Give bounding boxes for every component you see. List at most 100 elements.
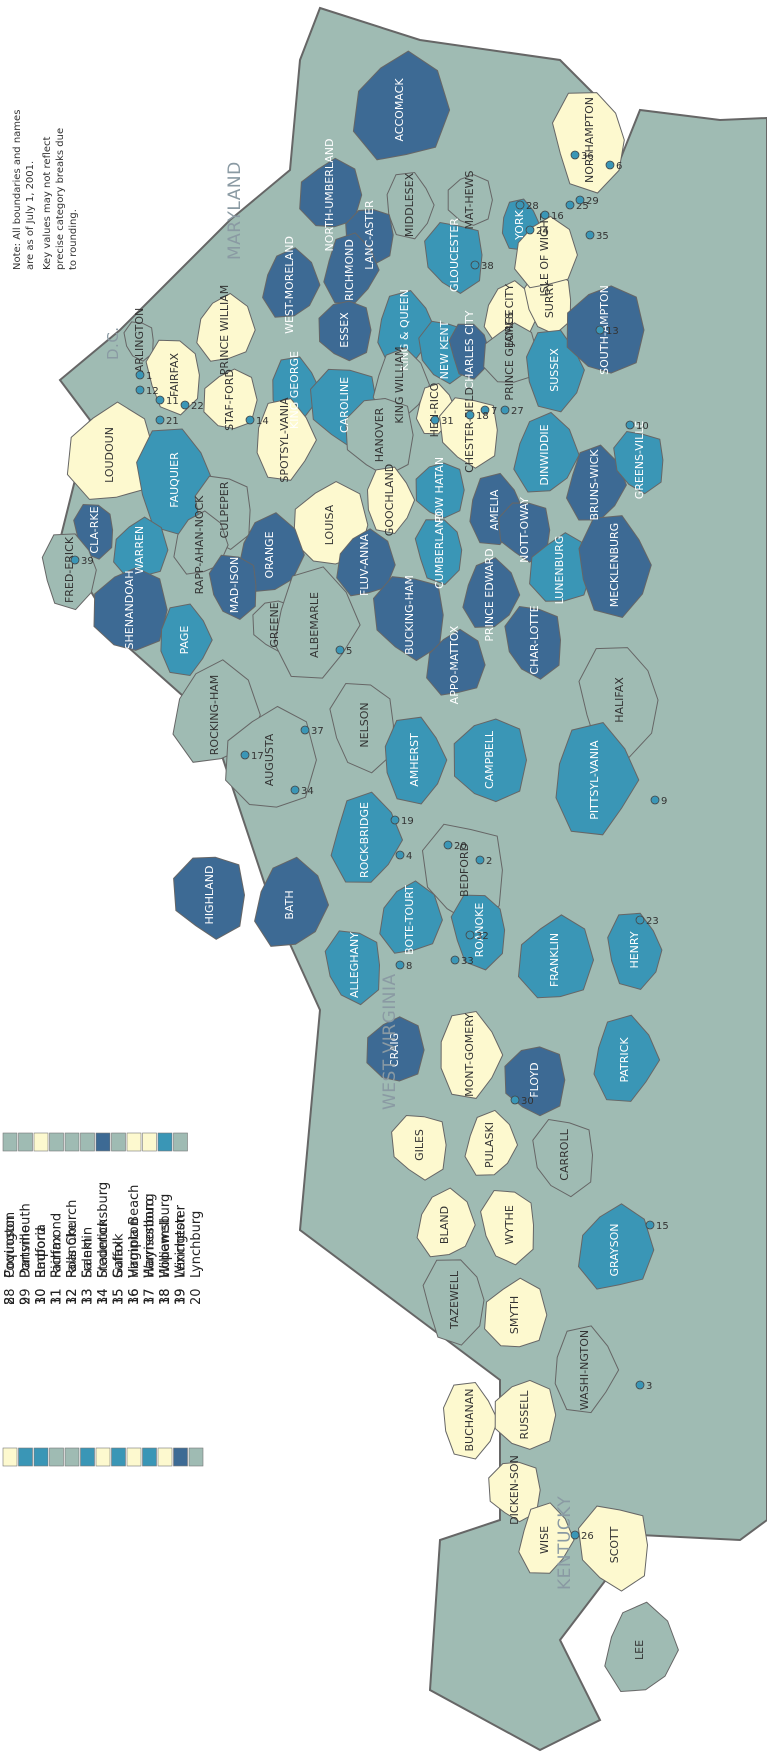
city-marker-8 (395, 960, 405, 970)
county-label-warren: WARREN (133, 526, 146, 574)
county-label-surry: SURRY (543, 282, 556, 319)
key-swatch-19 (173, 1447, 188, 1467)
city-number-29: 29 (586, 196, 599, 207)
city-number-21: 21 (166, 416, 179, 427)
city-marker-17 (240, 750, 250, 760)
city-marker-26 (570, 1530, 580, 1540)
key-number-33: 33 (81, 1288, 96, 1305)
city-number-17: 17 (251, 751, 264, 762)
county-label-bath: BATH (283, 890, 296, 919)
key-name-35: Suffolk (112, 1233, 127, 1278)
key-number-8: 8 (3, 1297, 18, 1305)
key-name-30: Radford (34, 1227, 49, 1278)
city-marker-15 (645, 1220, 655, 1230)
city-marker-30 (510, 1095, 520, 1105)
key-name-10: Emporia (34, 1224, 49, 1278)
county-buchanan (442, 1381, 499, 1460)
city-marker-2 (475, 855, 485, 865)
county-label-lancaster: LANC-ASTER (363, 200, 376, 270)
county-label-patrick: PATRICK (618, 1037, 631, 1083)
key-number-17: 17 (143, 1288, 158, 1305)
county-craig (366, 1016, 425, 1082)
county-rappahannock (173, 510, 229, 575)
city-marker-10 (625, 420, 635, 430)
city-number-28: 28 (526, 201, 539, 212)
key-number-20: 20 (189, 1288, 204, 1305)
city-marker-22 (180, 400, 190, 410)
county-label-fairfax: FAIRFAX (168, 352, 181, 397)
key-number-12: 12 (65, 1288, 80, 1305)
county-label-rappahannock: RAPP-AHAN-NOCK (193, 495, 206, 595)
county-prince-william (196, 292, 256, 362)
city-marker-9 (650, 795, 660, 805)
note-line-5: to rounding. (68, 209, 79, 270)
county-label-halifax: HALIFAX (613, 677, 626, 723)
city-number-3: 3 (646, 1381, 652, 1392)
county-label-appomattox: APPO-MATTOX (448, 625, 461, 704)
county-wythe (480, 1189, 535, 1266)
state-outline (58, 6, 767, 1752)
key-number-11: 11 (50, 1288, 65, 1305)
city-number-8: 8 (406, 961, 412, 972)
county-label-prince-george: PRINCE GEORGE (503, 309, 516, 400)
key-name-38: Williamsburg (158, 1194, 173, 1278)
city-marker-38 (470, 260, 480, 270)
note-line-3: Key values may not reflect (42, 136, 53, 270)
city-marker-27 (500, 405, 510, 415)
county-label-henry: HENRY (628, 931, 641, 968)
city-number-22: 22 (191, 401, 204, 412)
key-name-9: Danville (19, 1225, 34, 1278)
city-number-11: 11 (166, 396, 179, 407)
county-nelson (329, 682, 394, 774)
county-label-greene: GREENE (268, 602, 281, 647)
county-charlotte (504, 605, 562, 680)
county-label-russell: RUSSELL (518, 1390, 531, 1440)
city-number-32: 32 (476, 931, 489, 942)
city-marker-11 (155, 395, 165, 405)
county-label-buckingham: BUCKING-HAM (403, 575, 416, 655)
key-number-36: 36 (127, 1288, 142, 1305)
county-northampton (551, 92, 625, 194)
city-number-30: 30 (521, 1096, 534, 1107)
county-label-charles-city: CHARLES CITY (463, 310, 476, 389)
key-name-32: Roanoke (65, 1222, 80, 1278)
county-label-king-queen: KING & QUEEN (398, 289, 411, 371)
city-number-7: 7 (491, 406, 497, 417)
county-buckingham (372, 576, 444, 662)
county-label-dinwiddie: DINWIDDIE (538, 424, 551, 485)
county-north-umberland (299, 157, 363, 228)
county-montgomery (440, 1010, 504, 1099)
county-label-accomack: ACCOMACK (393, 78, 406, 142)
county-label-washington: WASHI-NGTON (578, 1330, 591, 1410)
county-label-loudoun: LOUDOUN (103, 427, 116, 483)
key-swatch-34 (95, 1132, 111, 1152)
county-westmoreland (262, 247, 321, 318)
cities-layer: 1234567891011121314151617181920212223242… (70, 150, 669, 1542)
county-label-nelson: NELSON (358, 702, 371, 747)
city-number-6: 6 (616, 161, 622, 172)
county-label-sussex: SUSSEX (548, 348, 561, 392)
county-label-campbell: CAMPBELL (483, 730, 496, 789)
county-washington (554, 1325, 620, 1414)
county-label-prince-edward: PRINCE EDWARD (483, 548, 496, 641)
county-arlington (123, 321, 154, 362)
city-number-37: 37 (311, 726, 324, 737)
county-label-wythe: WYTHE (503, 1205, 516, 1245)
city-marker-28 (515, 200, 525, 210)
county-label-madison: MAD-ISON (228, 557, 241, 614)
city-number-13: 13 (606, 326, 619, 337)
county-label-craig: CRAIG (388, 1033, 401, 1067)
county-label-albemarle: ALBEMARLE (308, 592, 321, 658)
county-highland (173, 856, 246, 940)
county-appomattox (426, 628, 486, 696)
county-label-spotsylvania: SPOTSYL-VANIA (278, 397, 291, 483)
city-number-38: 38 (481, 261, 494, 272)
county-mathews (447, 174, 493, 226)
key-number-32: 32 (65, 1288, 80, 1305)
city-marker-35 (585, 230, 595, 240)
county-franklin (517, 914, 595, 999)
key-swatch-18 (157, 1447, 173, 1467)
key-name-18: Hopewell (158, 1218, 173, 1278)
